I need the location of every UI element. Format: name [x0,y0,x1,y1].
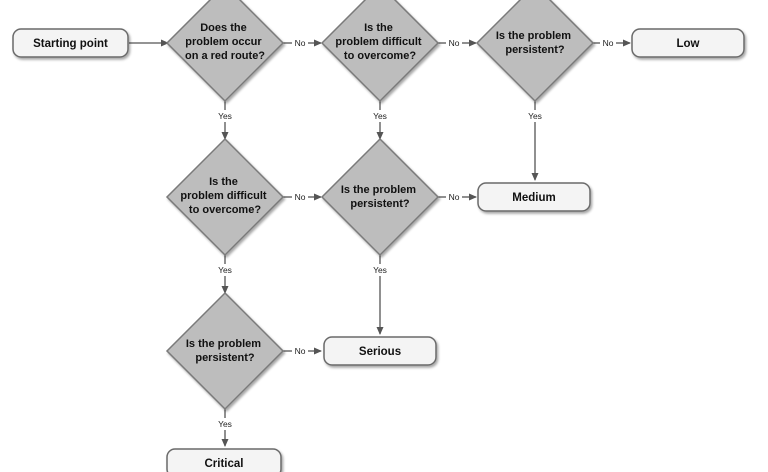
decision-text: problem difficult [335,36,422,48]
decision-text: Is the [364,22,393,34]
decision-text: on a red route? [185,50,265,62]
decision-text: Is the problem [186,338,261,350]
outcome-box-shape [631,28,745,58]
decision-text: Is the problem [341,184,416,196]
edge-label-no: No [449,192,460,202]
svg-text:Is the problem difficult: Is the problem difficult to overcome? [335,22,424,62]
outcome-box-shape [166,448,282,472]
start-label: Starting point [33,38,108,50]
decision-q6: Is the problem persistent? [165,291,285,411]
decision-q2: Is the problem difficult to overcome? [320,0,440,103]
outcome-label: Low [677,38,700,50]
decision-text: to overcome? [344,50,416,62]
decision-text: Does the [200,22,246,34]
decision-text: problem occur [185,36,262,48]
edge-label-yes: Yes [373,111,387,121]
decision-diamond [165,291,285,411]
decision-q4: Is the problem difficult to overcome? [165,137,285,257]
edge-label-yes: Yes [218,111,232,121]
outcome-serious: Serious [323,336,437,366]
decision-text: problem difficult [180,190,267,202]
svg-text:Is the problem difficult: Is the problem difficult to overcome? [180,176,269,216]
decision-diamond [320,137,440,257]
edge-label-yes: Yes [218,265,232,275]
decision-q5: Is the problem persistent? [320,137,440,257]
outcome-low: Low [631,28,745,58]
outcome-critical: Critical [166,448,282,472]
outcome-label: Critical [205,458,244,470]
edge-label-no: No [603,38,614,48]
edge-label-no: No [295,346,306,356]
outcome-box-shape [323,336,437,366]
start-box: Starting point [12,28,129,58]
decision-text: persistent? [505,44,565,56]
svg-text:Is the problem persisten: Is the problem persistent? [496,30,574,56]
edge-label-no: No [295,38,306,48]
decision-q1: Does the problem occur on a red route? [165,0,285,103]
edge-label-yes: Yes [373,265,387,275]
edge-label-yes: Yes [528,111,542,121]
decision-text: persistent? [195,352,255,364]
edge-label-no: No [449,38,460,48]
connectors [129,39,631,447]
edge-label-no: No [295,192,306,202]
svg-text:Is the problem persisten: Is the problem persistent? [341,184,419,210]
outcome-medium: Medium [477,182,591,212]
decision-text: Is the problem [496,30,571,42]
decision-text: persistent? [350,198,410,210]
decision-text: to overcome? [189,204,261,216]
start-box-shape [12,28,129,58]
edge-label-yes: Yes [218,419,232,429]
decision-diamond [475,0,595,103]
decision-text: Is the [209,176,238,188]
outcome-box-shape [477,182,591,212]
decision-diamond [165,0,285,103]
svg-text:Does the problem occur: Does the problem occur on a red route? [185,22,265,62]
decision-q3: Is the problem persistent? [475,0,595,103]
svg-text:Is the problem persisten: Is the problem persistent? [186,338,264,364]
outcome-label: Medium [512,192,555,204]
decision-diamond [320,0,440,103]
edge-labels: No No No Yes Yes Yes No No Yes Yes No Ye… [218,38,614,429]
outcome-label: Serious [359,346,401,358]
decision-diamond [165,137,285,257]
